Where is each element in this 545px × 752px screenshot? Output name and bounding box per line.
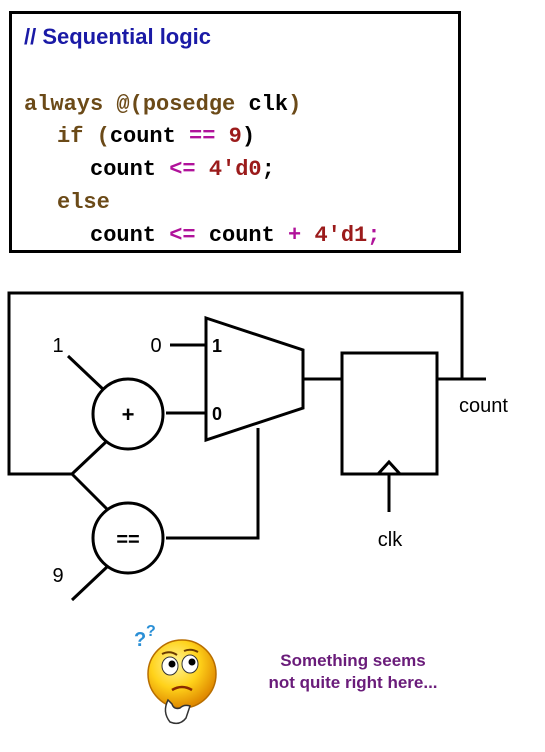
- wire-const-one: [66, 354, 108, 394]
- keyword-always: always: [24, 92, 104, 117]
- event-at: @(: [103, 92, 143, 117]
- operator-assign: <=: [156, 157, 196, 182]
- paren-close: ): [241, 124, 256, 149]
- wire-adder-feedback: [70, 438, 110, 476]
- number-4d0: 4'd0: [195, 157, 262, 182]
- caption: Something seems not quite right here...: [238, 650, 468, 694]
- output-count-label: count: [459, 395, 508, 417]
- clock-edge-marker: [376, 459, 402, 476]
- identifier-count: count: [109, 124, 176, 149]
- comparator-symbol: ==: [116, 529, 139, 551]
- keyword-posedge: posedge: [142, 92, 236, 117]
- code-line-always: always @(posedge clk): [24, 92, 301, 118]
- operator-assign: <=: [156, 223, 196, 248]
- wire-select: [166, 428, 260, 540]
- paren-open: (: [83, 124, 110, 149]
- semicolon: ;: [261, 157, 275, 182]
- wire-comparator-feedback: [70, 472, 110, 512]
- circuit-diagram: + == 1 0 9 1 0 count clk: [7, 291, 508, 602]
- clock-label: clk: [378, 529, 403, 551]
- identifier-count: count: [90, 223, 157, 248]
- operator-plus: +: [274, 223, 302, 248]
- keyword-else: else: [57, 190, 110, 215]
- adder-symbol: +: [122, 402, 135, 427]
- comparator-circle: [91, 501, 165, 575]
- code-comment: // Sequential logic: [24, 24, 212, 49]
- mux-shape: [204, 315, 305, 443]
- semicolon: ;: [367, 223, 381, 248]
- const-zero-label: 0: [150, 335, 161, 357]
- code-line-if: if (count == 9): [57, 124, 255, 150]
- paren-close: ): [288, 92, 302, 117]
- confused-smiley-icon: ? ?: [134, 623, 217, 725]
- identifier-count-rhs: count: [195, 223, 275, 248]
- code-line-else: else: [57, 190, 110, 216]
- number-4d1: 4'd1: [301, 223, 368, 248]
- const-one-label: 1: [52, 335, 63, 357]
- const-nine-label: 9: [52, 565, 63, 587]
- mux-input-0-label: 0: [212, 404, 222, 424]
- identifier-count: count: [90, 157, 157, 182]
- caption-line-1: Something seems: [280, 651, 426, 670]
- keyword-if: if: [57, 124, 84, 149]
- register-box: [340, 351, 439, 476]
- mux-input-1-label: 1: [212, 336, 222, 356]
- feedback-wire: [7, 291, 464, 476]
- svg-text:?: ?: [134, 629, 146, 651]
- svg-text:?: ?: [146, 623, 156, 640]
- code-line-increment: count <= count + 4'd1;: [90, 223, 380, 249]
- operator-equals: ==: [175, 124, 216, 149]
- wire-const-nine: [70, 564, 110, 602]
- code-panel: // Sequential logic always @(posedge clk…: [9, 11, 461, 253]
- number-nine: 9: [215, 124, 242, 149]
- code-line-reset: count <= 4'd0;: [90, 157, 275, 183]
- signal-clk: clk: [235, 92, 289, 117]
- adder-circle: [91, 377, 165, 451]
- caption-line-2: not quite right here...: [268, 673, 438, 692]
